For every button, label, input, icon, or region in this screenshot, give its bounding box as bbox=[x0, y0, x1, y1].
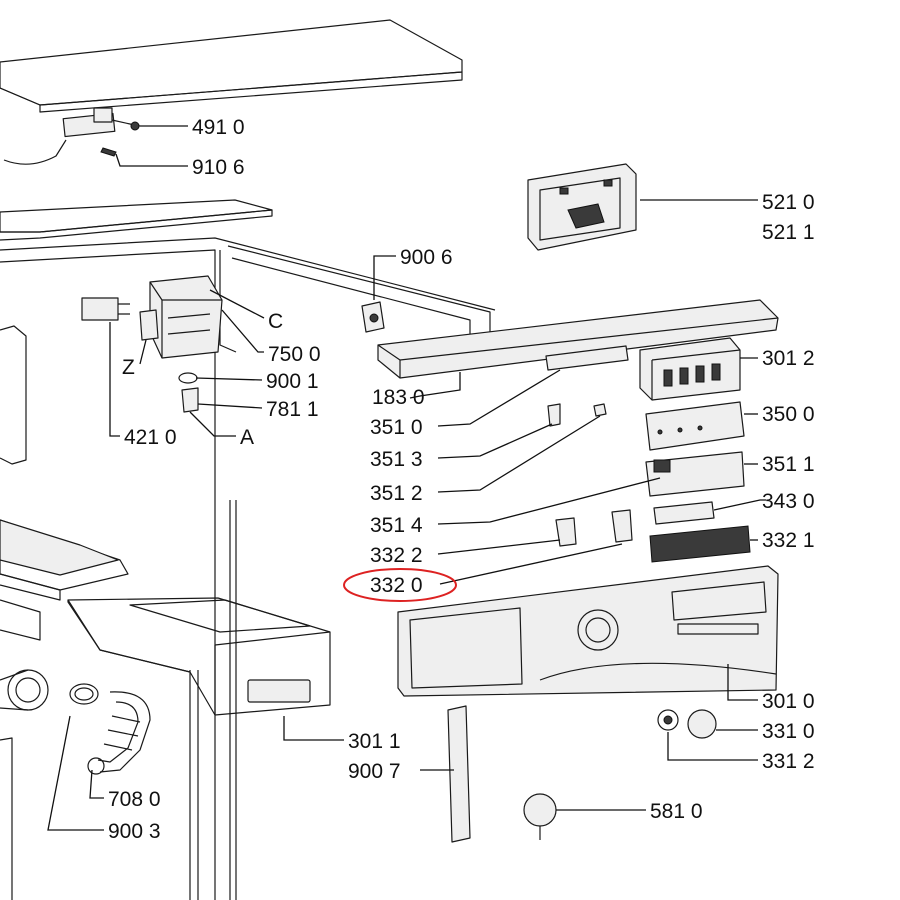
label-351-1: 351 1 bbox=[762, 453, 815, 476]
drawer-housing bbox=[0, 519, 129, 641]
label-183-0: 183 0 bbox=[372, 386, 425, 409]
label-351-3: 351 3 bbox=[370, 448, 423, 471]
highlight-ellipse bbox=[343, 568, 457, 602]
label-421-0: 421 0 bbox=[124, 426, 177, 449]
drain-hose-part bbox=[87, 691, 151, 775]
label-332-0: 332 0 bbox=[370, 574, 423, 597]
bracket-clip-part bbox=[361, 301, 385, 333]
knob-part bbox=[687, 709, 717, 739]
knob-bezel-part bbox=[657, 709, 679, 731]
button-strip-part bbox=[649, 525, 751, 563]
valve-nozzle-part bbox=[181, 387, 199, 413]
cable-clamp-part bbox=[3, 107, 141, 165]
pump-part bbox=[0, 669, 49, 711]
label-301-1: 301 1 bbox=[348, 730, 401, 753]
label-708-0: 708 0 bbox=[108, 788, 161, 811]
button-part-b bbox=[611, 509, 633, 543]
label-301-2: 301 2 bbox=[762, 347, 815, 370]
side-rail-part bbox=[447, 705, 471, 843]
control-panel-front-part bbox=[397, 565, 779, 697]
cabinet-frame bbox=[0, 237, 496, 900]
clip-part-b bbox=[593, 403, 607, 417]
label-581-0: 581 0 bbox=[650, 800, 703, 823]
control-panel-top-bar-part bbox=[377, 299, 779, 379]
clip-part-a bbox=[547, 403, 561, 427]
label-A: A bbox=[240, 426, 254, 449]
label-781-1: 781 1 bbox=[266, 398, 319, 421]
label-750-0: 750 0 bbox=[268, 343, 321, 366]
label-332-2: 332 2 bbox=[370, 544, 423, 567]
water-valve-part bbox=[149, 275, 223, 359]
label-Z: Z bbox=[122, 356, 135, 379]
button-part-a bbox=[555, 517, 577, 547]
dispenser-drawer-part bbox=[67, 597, 331, 716]
label-331-2: 331 2 bbox=[762, 750, 815, 773]
display-board-part bbox=[645, 401, 745, 451]
label-910-6: 910 6 bbox=[192, 156, 245, 179]
part-labels: 491 0 910 6 521 0 521 1 900 6 C 750 0 Z … bbox=[108, 116, 815, 843]
connector-plug-part bbox=[81, 297, 130, 321]
label-351-4: 351 4 bbox=[370, 514, 423, 537]
filter-part bbox=[139, 309, 159, 341]
led-bracket-part bbox=[545, 345, 629, 371]
worktop-lid bbox=[0, 19, 463, 113]
label-350-0: 350 0 bbox=[762, 403, 815, 426]
clamp-ring-part bbox=[69, 683, 99, 705]
screw-part bbox=[100, 147, 117, 157]
label-521-1: 521 1 bbox=[762, 221, 815, 244]
main-control-board-part bbox=[527, 163, 637, 251]
leader-lines bbox=[47, 125, 766, 831]
label-900-7: 900 7 bbox=[348, 760, 401, 783]
label-521-0: 521 0 bbox=[762, 191, 815, 214]
label-491-0: 491 0 bbox=[192, 116, 245, 139]
label-332-1: 332 1 bbox=[762, 529, 815, 552]
pressure-switch-part bbox=[523, 793, 557, 840]
label-351-0: 351 0 bbox=[370, 416, 423, 439]
programmer-module-part bbox=[639, 337, 741, 401]
label-900-1: 900 1 bbox=[266, 370, 319, 393]
key-board-part bbox=[645, 451, 745, 497]
label-C: C bbox=[268, 310, 283, 333]
label-301-0: 301 0 bbox=[762, 690, 815, 713]
seal-ring-part bbox=[178, 372, 198, 384]
label-343-0: 343 0 bbox=[762, 490, 815, 513]
top-rail-plate bbox=[0, 199, 273, 241]
label-331-0: 331 0 bbox=[762, 720, 815, 743]
lcd-display-part bbox=[653, 501, 715, 525]
label-900-3: 900 3 bbox=[108, 820, 161, 843]
label-900-6: 900 6 bbox=[400, 246, 453, 269]
label-351-2: 351 2 bbox=[370, 482, 423, 505]
